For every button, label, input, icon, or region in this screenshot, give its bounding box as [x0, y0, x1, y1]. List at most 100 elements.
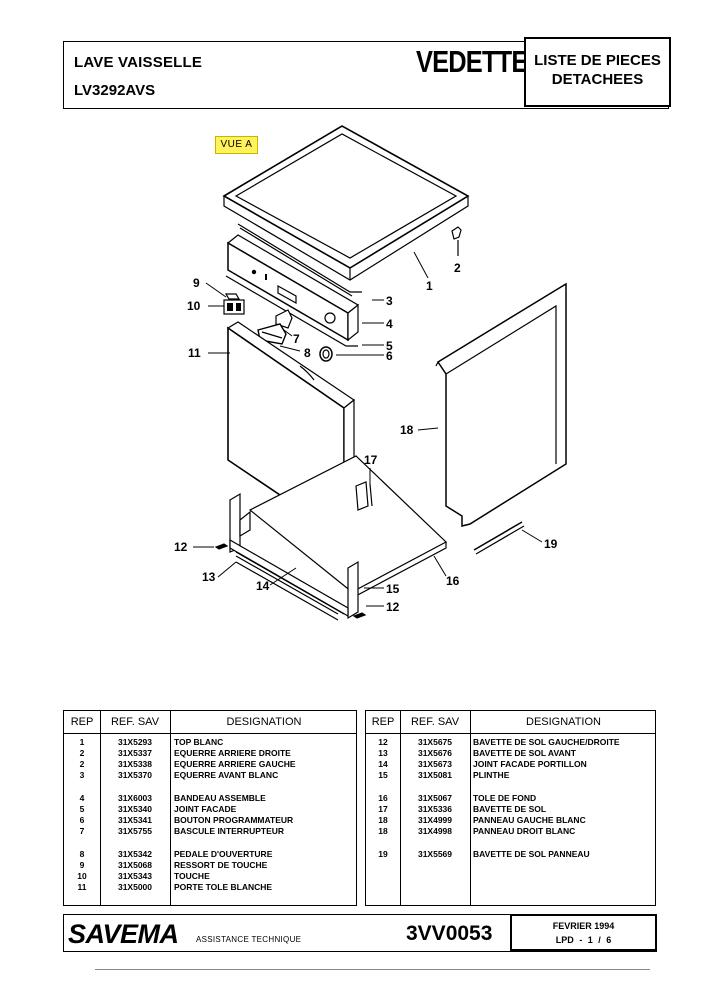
- callout-1: 1: [426, 279, 433, 293]
- cell-rep: 5: [79, 804, 85, 814]
- part-ressort-touche: [223, 293, 245, 315]
- cell-ref: 31X5673: [417, 759, 453, 769]
- part-equerre-arriere: [451, 226, 462, 256]
- cell-des: JOINT FACADE: [174, 804, 237, 814]
- callout-10: 10: [187, 299, 201, 313]
- cell-ref: 31X5676: [417, 748, 453, 758]
- cell-rep: 13: [378, 748, 388, 758]
- cell-ref: 31X4998: [417, 826, 453, 836]
- cell-ref: 31X5340: [117, 804, 153, 814]
- cell-des: PANNEAU DROIT BLANC: [473, 826, 576, 836]
- column-divider: [400, 711, 401, 905]
- cell-ref: 31X5675: [417, 737, 453, 747]
- bottom-rule: [95, 969, 650, 970]
- part-screws: [214, 543, 367, 619]
- column-divider: [170, 711, 171, 905]
- part-equerre-avant: [237, 223, 362, 297]
- table-row: 9 31X5068 RESSORT DE TOUCHE: [64, 860, 356, 871]
- header-rep: REP: [371, 716, 395, 728]
- cell-ref: 31X6003: [117, 793, 153, 803]
- cell-des: PEDALE D'OUVERTURE: [174, 849, 273, 859]
- company-logo: SAVEMA: [68, 919, 179, 949]
- cell-ref: 31X5293: [117, 737, 153, 747]
- callout-13: 13: [202, 570, 216, 584]
- header-ref: REF. SAV: [410, 716, 460, 728]
- cell-rep: 17: [378, 804, 388, 814]
- cell-rep: 19: [378, 849, 388, 859]
- callout-8: 8: [304, 346, 311, 360]
- callout-4: 4: [386, 317, 393, 331]
- page-number: LPD - 1 / 6: [555, 935, 612, 945]
- table-header: REP REF. SAV DESIGNATION: [366, 711, 655, 734]
- cell-ref: 31X5569: [417, 849, 453, 859]
- cell-rep: 15: [378, 770, 388, 780]
- callout-16: 16: [446, 574, 460, 588]
- cell-ref: 31X5343: [117, 871, 153, 881]
- cell-des: TOP BLANC: [174, 737, 224, 747]
- cell-des: BOUTON PROGRAMMATEUR: [174, 815, 294, 825]
- column-divider: [470, 711, 471, 905]
- cell-des: BANDEAU ASSEMBLE: [174, 793, 266, 803]
- cell-des: EQUERRE ARRIERE DROITE: [174, 748, 291, 758]
- cell-ref: 31X5338: [117, 759, 153, 769]
- callout-11: 11: [188, 346, 201, 360]
- footer-block: SAVEMA ASSISTANCE TECHNIQUE 3VV0053 FEVR…: [63, 914, 657, 952]
- cell-ref: 31X5068: [117, 860, 153, 870]
- part-plinthe: [229, 492, 359, 621]
- callout-3: 3: [386, 294, 393, 308]
- table-row: 13 31X5676 BAVETTE DE SOL AVANT: [366, 748, 655, 759]
- cell-des: BAVETTE DE SOL GAUCHE/DROITE: [473, 737, 620, 747]
- brand-logo: VEDETTE: [416, 44, 528, 79]
- cell-des: BAVETTE DE SOL: [473, 804, 547, 814]
- part-bascule-pedale: [257, 309, 293, 345]
- cell-des: EQUERRE ARRIERE GAUCHE: [174, 759, 296, 769]
- part-top-blanc: [222, 125, 470, 281]
- callout-5: 5: [386, 339, 393, 353]
- cell-rep: 9: [79, 860, 85, 870]
- callout-17: 17: [364, 453, 378, 467]
- cell-rep: 2: [79, 748, 85, 758]
- cell-ref: 31X5336: [417, 804, 453, 814]
- cell-ref: 31X5370: [117, 770, 153, 780]
- model-number: LV3292AVS: [74, 82, 156, 99]
- title-block: LAVE VAISSELLE LV3292AVS VEDETTE LISTE D…: [63, 37, 671, 109]
- cell-rep: 7: [79, 826, 85, 836]
- cell-ref: 31X5067: [417, 793, 453, 803]
- part-bavette-panneau: [473, 521, 525, 555]
- document-title-line1: LISTE DE PIECES: [534, 52, 661, 69]
- cell-des: PLINTHE: [473, 770, 510, 780]
- cell-ref: 31X5341: [117, 815, 153, 825]
- callout-18: 18: [400, 423, 414, 437]
- cell-des: RESSORT DE TOUCHE: [174, 860, 268, 870]
- table-row: 2 31X5337 EQUERRE ARRIERE DROITE: [64, 748, 356, 759]
- document-date: FEVRIER 1994: [552, 921, 615, 931]
- callout-2: 2: [454, 261, 461, 275]
- cell-des: TOLE DE FOND: [473, 793, 537, 803]
- document-title-line2: DETACHEES: [551, 71, 644, 88]
- callout-15: 15: [386, 582, 400, 596]
- callout-19: 19: [544, 537, 558, 551]
- callout-6: 6: [386, 349, 393, 363]
- cell-des: EQUERRE AVANT BLANC: [174, 770, 279, 780]
- callout-7: 7: [293, 332, 300, 346]
- column-divider: [100, 711, 101, 905]
- cell-des: JOINT FACADE PORTILLON: [473, 759, 587, 769]
- leader-lines: [193, 251, 543, 607]
- cell-des: PORTE TOLE BLANCHE: [174, 882, 273, 892]
- cell-ref: 31X5337: [117, 748, 153, 758]
- callout-14: 14: [256, 579, 270, 593]
- cell-des: BAVETTE DE SOL AVANT: [473, 748, 576, 758]
- table-header: REP REF. SAV DESIGNATION: [64, 711, 356, 734]
- cell-ref: 31X4999: [417, 815, 453, 825]
- part-panneau-lateral: [435, 282, 567, 527]
- date-page-box: FEVRIER 1994 LPD - 1 / 6: [510, 914, 657, 951]
